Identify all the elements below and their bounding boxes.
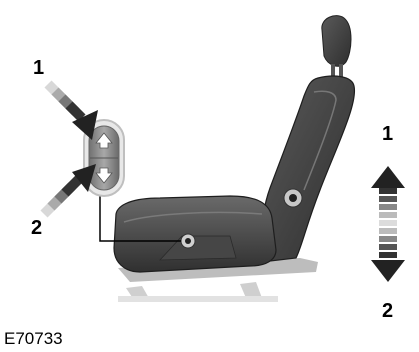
callout-1-right: 1 [382,124,393,144]
headrest [322,16,351,78]
recline-knob [284,189,302,207]
callout-1-left: 1 [33,58,44,78]
up-down-arrow-icon [371,166,405,282]
callout-2-left: 2 [31,218,42,238]
press-arrow-down [44,164,96,214]
press-arrow-up [48,84,98,140]
side-control-knob [181,234,195,248]
callout-2-right: 2 [382,301,393,321]
seat-back [261,76,354,262]
figure-id: E70733 [4,330,63,347]
seat-cushion [114,196,276,272]
